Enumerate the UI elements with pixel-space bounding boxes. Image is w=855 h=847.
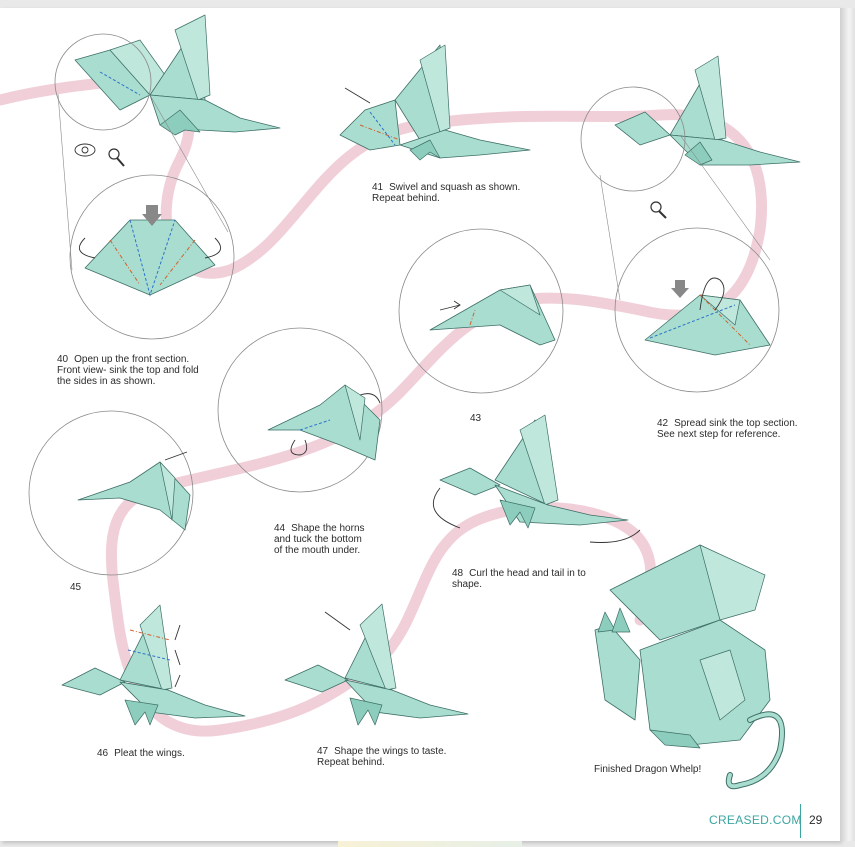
step48-dragon-figure	[432, 414, 641, 543]
step43-head-figure	[429, 284, 556, 346]
step46-number: 46	[97, 748, 109, 759]
page-number: 29	[809, 813, 823, 827]
next-page-edge	[338, 841, 522, 847]
step40-number: 40	[57, 354, 69, 365]
step41-number: 41	[372, 182, 384, 193]
step40-text: Open up the front section. Front view- s…	[57, 354, 199, 387]
step47-text: Shape the wings to taste. Repeat behind.	[317, 746, 447, 768]
step42-detail-circle-small	[580, 86, 686, 192]
magnify-icon-2	[650, 201, 667, 219]
step42-dragon-figure	[614, 55, 801, 166]
finished-caption: Finished Dragon Whelp!	[594, 764, 702, 775]
step46-dragon-figure	[61, 604, 246, 726]
step42-detail-circle-large	[614, 227, 780, 393]
step43-number: 43	[470, 413, 482, 424]
book-spine	[840, 8, 855, 841]
finished-dragon-figure	[594, 544, 785, 790]
step46-caption: 46 Pleat the wings.	[97, 748, 185, 759]
step40-detail-circle-small	[54, 33, 152, 131]
step44-text: Shape the horns and tuck the bottom of t…	[274, 523, 365, 556]
step42-number: 42	[657, 418, 669, 429]
footer-divider	[800, 804, 801, 838]
step42-text: Spread sink the top section. See next st…	[657, 418, 798, 440]
step46-text: Pleat the wings.	[114, 748, 185, 759]
step45-number: 45	[70, 582, 82, 593]
step40-sink-detail	[78, 205, 222, 297]
step47-number: 47	[317, 746, 329, 757]
view-eye-icon	[74, 143, 96, 157]
step47-dragon-figure	[284, 603, 469, 726]
step48-text: Curl the head and tail in to shape.	[452, 568, 586, 590]
magnify-icon-1	[108, 148, 125, 167]
step40-dragon-figure	[74, 14, 281, 136]
step44-number: 44	[274, 523, 286, 534]
step41-dragon-figure	[339, 44, 531, 161]
step45-detail-circle	[28, 410, 194, 576]
step45-head-figure	[77, 451, 191, 531]
step44-head-figure	[267, 384, 381, 461]
step41-text: Swivel and squash as shown. Repeat behin…	[372, 182, 521, 204]
step48-number: 48	[452, 568, 464, 579]
step44-detail-circle	[217, 327, 383, 493]
step42-spread-detail	[644, 277, 771, 356]
step43-detail-circle	[398, 228, 564, 394]
footer-site-link[interactable]: CREASED.COM	[709, 813, 802, 827]
step40-detail-circle-large	[69, 174, 235, 340]
